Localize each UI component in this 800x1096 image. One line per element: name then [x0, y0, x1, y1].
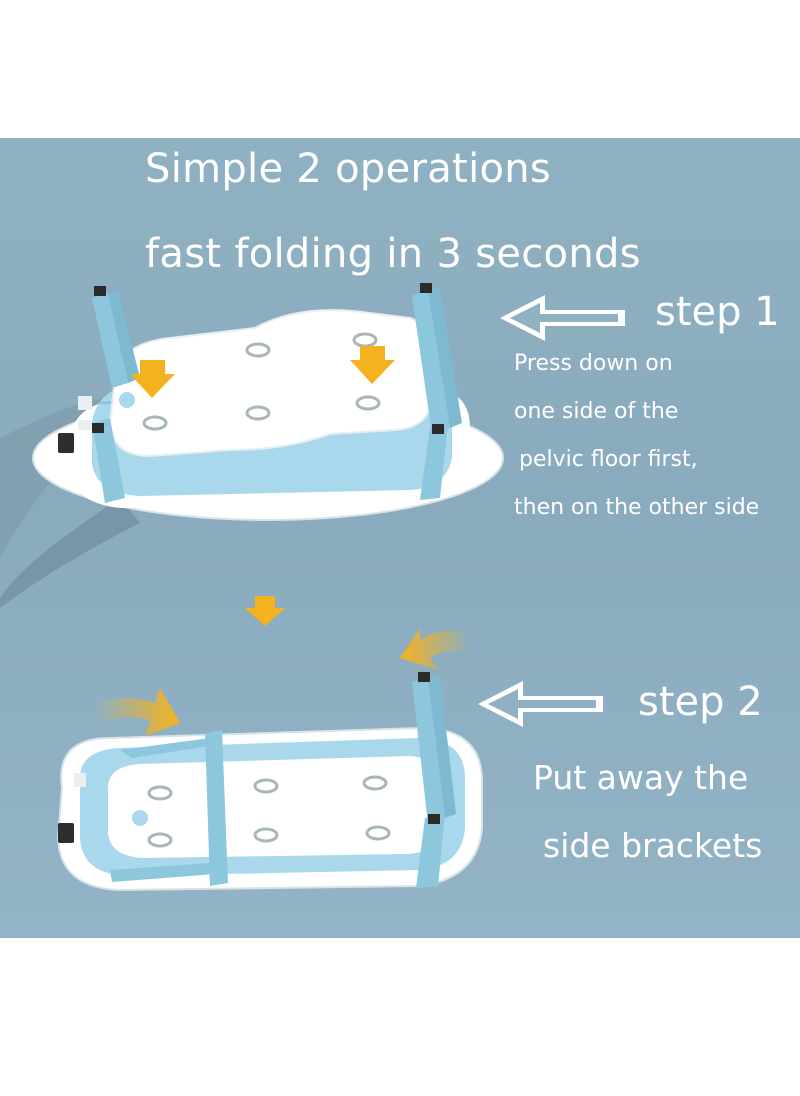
curved-fold-arrow-icon: [95, 628, 470, 736]
press-down-arrow-icon: [130, 346, 395, 398]
headline-line-2: fast folding in 3 seconds: [145, 231, 641, 277]
step2-line-2: side brackets: [543, 826, 763, 865]
step1-line-1: Press down on: [514, 351, 673, 376]
step1-line-4: then on the other side: [514, 495, 760, 520]
folding-illustration: [0, 283, 625, 892]
step2-tub-image: [56, 672, 483, 892]
headline-line-1: Simple 2 operations: [145, 146, 552, 192]
step1-line-2: one side of the: [514, 399, 679, 424]
down-arrow-icon: [245, 596, 285, 626]
hollow-left-arrow-icon: [478, 295, 625, 727]
step1-line-3: pelvic floor first,: [519, 447, 698, 472]
product-infographic: Simple 2 operations fast folding in 3 se…: [0, 138, 800, 938]
step1-tub-image: [32, 283, 504, 521]
step2-label: step 2: [638, 679, 763, 725]
step1-label: step 1: [655, 289, 780, 335]
step2-line-1: Put away the: [533, 758, 749, 797]
